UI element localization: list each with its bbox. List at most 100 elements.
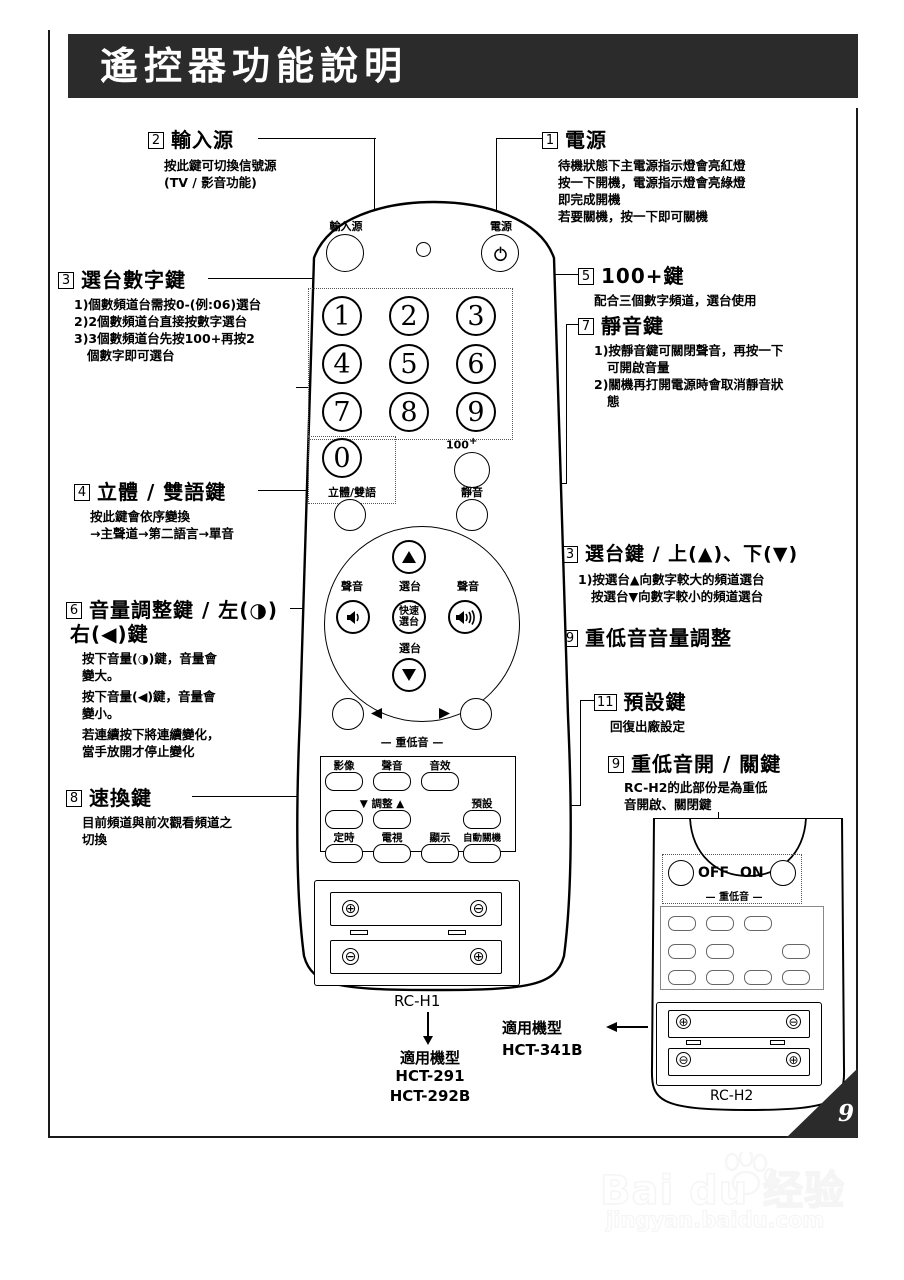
number-key-2[interactable]: 2	[389, 296, 429, 336]
input-source-button[interactable]	[326, 234, 364, 272]
callout-number: 7	[578, 317, 594, 335]
mute-label: 靜音	[461, 486, 483, 499]
callout-number: 1	[542, 131, 558, 149]
h2-function-panel	[660, 906, 824, 990]
number-key-1[interactable]: 1	[322, 296, 362, 336]
func-key-sound[interactable]	[373, 772, 411, 791]
watermark-main-text: Bai du 经验	[599, 1167, 846, 1215]
callout-title: 電源	[565, 128, 607, 152]
volume-down-button[interactable]	[336, 600, 370, 634]
number-key-3[interactable]: 3	[456, 296, 496, 336]
callout-line: 可開啟音量	[594, 360, 670, 375]
number-key-9[interactable]: 9	[456, 392, 496, 432]
func-key-picture[interactable]	[325, 772, 363, 791]
func-key-audio-effect[interactable]	[421, 772, 459, 791]
callout-quickswap-key: 8 速換鍵 目前頻道與前次觀看頻道之 切換	[66, 786, 232, 848]
h2-battery-minus-top: ⊖	[786, 1014, 801, 1029]
callout-stereo-key: 4 立體 / 雙語鍵 按此鍵會依序變換 →主聲道→第二語言→單音	[74, 480, 234, 542]
h2-key[interactable]	[706, 916, 734, 931]
page-border-right	[856, 108, 858, 1138]
h2-key[interactable]	[744, 916, 772, 931]
bass-off-label: OFF	[698, 865, 730, 881]
callout-line: 2)2個數頻道台直接按數字選台	[74, 314, 248, 329]
h2-battery-plus-top: ⊕	[676, 1014, 691, 1029]
bass-up-button[interactable]	[460, 698, 492, 730]
page-border-bottom	[48, 1136, 858, 1138]
func-label-tv: 電視	[381, 832, 403, 844]
func-key-timer[interactable]	[325, 844, 363, 863]
h2-key[interactable]	[782, 944, 810, 959]
callout-number: 2	[148, 131, 164, 149]
battery-plus-bottom: ⊕	[470, 948, 487, 965]
h2-battery-plus-bottom: ⊕	[786, 1052, 801, 1067]
bass-on-button[interactable]	[770, 860, 796, 886]
func-key-display[interactable]	[421, 844, 459, 863]
leader-line	[496, 138, 542, 140]
callout-title-cont: 右(◀)鍵	[70, 622, 149, 646]
leader-line	[374, 138, 376, 250]
nav-up-button[interactable]	[392, 540, 426, 574]
numeric-keypad-group	[308, 288, 513, 440]
callout-line: 按選台▼向數字較小的頻道選台	[578, 589, 764, 604]
func-key-auto-off[interactable]	[463, 844, 501, 863]
quick-select-button[interactable]: 快速 選台	[392, 600, 426, 634]
hundred-plus-label: 100+	[446, 436, 478, 452]
callout-number: 3	[58, 271, 74, 289]
volume-up-button[interactable]	[448, 600, 482, 634]
battery-contact	[448, 930, 466, 935]
callout-title: 速換鍵	[89, 786, 152, 810]
callout-title: 輸入源	[171, 128, 234, 152]
leader-line	[208, 278, 320, 280]
func-label-timer: 定時	[333, 832, 355, 844]
hundred-plus-button[interactable]	[454, 452, 490, 488]
callout-line: 即完成開機	[558, 192, 621, 207]
number-key-4[interactable]: 4	[322, 344, 362, 384]
nav-left-label: 聲音	[341, 580, 363, 593]
bass-down-button[interactable]	[332, 698, 364, 730]
callout-bass-volume: 9 重低音音量調整	[562, 626, 732, 650]
func-key-tv[interactable]	[373, 844, 411, 863]
callout-hundred-key: 5 100+鍵 配合三個數字頻道，選台使用	[578, 264, 757, 309]
callout-line: (TV / 影音功能)	[164, 175, 257, 190]
paw-icon	[724, 1152, 776, 1196]
h2-key[interactable]	[668, 970, 696, 985]
number-key-7[interactable]: 7	[322, 392, 362, 432]
callout-line: 變大。	[82, 668, 120, 683]
number-key-0[interactable]: 0	[322, 438, 362, 478]
h2-key[interactable]	[744, 970, 772, 985]
nav-down-button[interactable]	[392, 658, 426, 692]
callout-number: 11	[594, 693, 617, 711]
h2-key[interactable]	[706, 944, 734, 959]
number-key-6[interactable]: 6	[456, 344, 496, 384]
bass-off-button[interactable]	[668, 860, 694, 886]
callout-line: 若要關機，按一下即可關機	[558, 209, 709, 224]
number-key-5[interactable]: 5	[389, 344, 429, 384]
func-key-adjust-down[interactable]	[325, 810, 363, 829]
callout-line: 按一下開機，電源指示燈會亮綠燈	[558, 175, 746, 190]
callout-title: 重低音音量調整	[585, 626, 732, 650]
h2-key[interactable]	[668, 944, 696, 959]
callout-number: 9	[608, 755, 624, 773]
power-button[interactable]	[481, 234, 519, 272]
h2-battery-minus-bottom: ⊖	[676, 1052, 691, 1067]
callout-line: 2)關機再打開電源時會取消靜音狀	[594, 377, 784, 392]
callout-line: 當手放開才停止變化	[82, 744, 195, 759]
bass-on-label: ON	[740, 865, 764, 881]
leader-line	[258, 138, 376, 140]
battery-contact	[350, 930, 368, 935]
func-key-preset[interactable]	[463, 810, 501, 829]
callout-title: 立體 / 雙語鍵	[97, 480, 227, 504]
battery-minus-bottom: ⊖	[342, 948, 359, 965]
page-number: 9	[838, 1100, 855, 1127]
h2-key[interactable]	[668, 916, 696, 931]
h2-key[interactable]	[782, 970, 810, 985]
callout-number-keys: 3 選台數字鍵 1)個數頻道台需按0-(例:06)選台 2)2個數頻道台直接按數…	[58, 268, 261, 364]
func-key-adjust-up[interactable]	[373, 810, 411, 829]
number-key-8[interactable]: 8	[389, 392, 429, 432]
h2-key[interactable]	[706, 970, 734, 985]
stereo-button[interactable]	[334, 499, 366, 531]
applicable-arrow-h1-icon	[423, 1012, 433, 1045]
input-source-label: 輸入源	[329, 220, 363, 233]
callout-line: 按下音量(◑)鍵，音量會	[82, 651, 217, 666]
mute-button[interactable]	[456, 499, 488, 531]
